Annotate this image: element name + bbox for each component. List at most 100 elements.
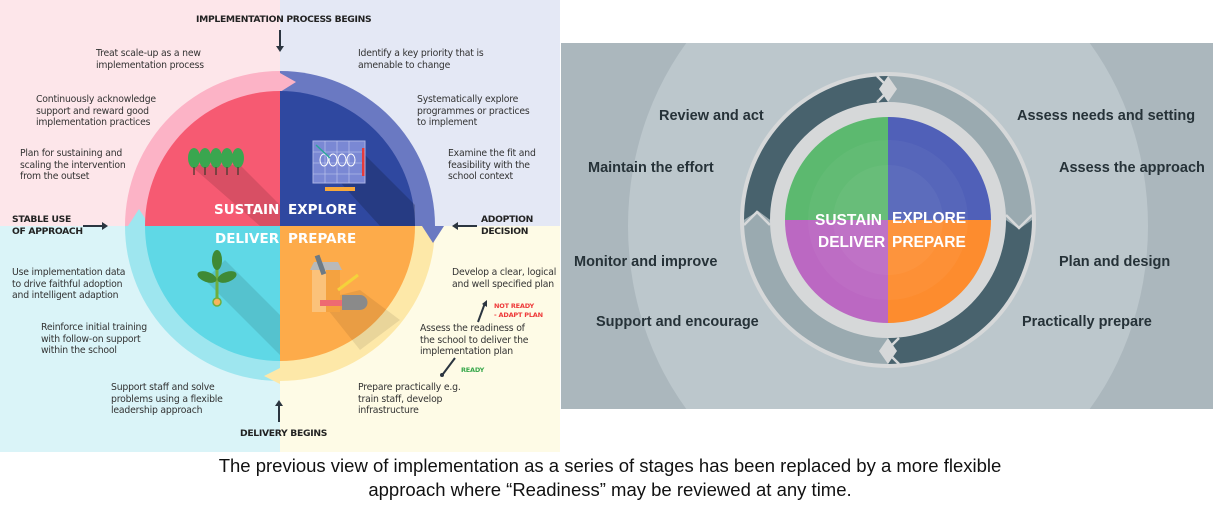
note-line: with follow-on support	[41, 333, 141, 345]
caption-line2: approach where “Readiness” may be review…	[368, 479, 852, 500]
deliver-quadrant	[145, 226, 280, 361]
not-ready-line1: NOT READY	[494, 302, 534, 310]
right-arrow-icon	[83, 222, 108, 230]
legacy-implementation-diagram: SUSTAIN EXPLORE DELIVER PREPARE IMPLEMEN…	[0, 0, 560, 452]
deliver-note: Use implementation data to drive faithfu…	[12, 267, 125, 302]
monitor-improve-label: Monitor and improve	[574, 254, 718, 270]
note-line: implementation process	[96, 59, 204, 71]
deliver-arrowhead-icon	[128, 209, 150, 226]
note-line: programmes or practices	[417, 105, 530, 117]
note-line: implementation plan	[420, 346, 513, 357]
practically-prepare-label: Practically prepare	[1022, 314, 1152, 330]
explore-cycle-arrow	[888, 76, 1032, 229]
not-ready-label: NOT READY - ADAPT PLAN	[494, 302, 543, 319]
note-line: Use implementation data	[12, 267, 126, 278]
stable-use-line2: OF APPROACH	[12, 225, 83, 237]
note-line: Examine the fit and	[448, 148, 536, 159]
deliver-stage-label: DELIVER	[818, 234, 886, 251]
not-ready-arrow-icon	[477, 300, 487, 323]
sustain-note: Continuously acknowledge support and rew…	[36, 94, 156, 129]
note-line: Identify a key priority that is	[358, 48, 484, 59]
flexible-implementation-diagram: SUSTAIN EXPLORE DELIVER PREPARE Review a…	[561, 43, 1213, 409]
note-line: Assess the readiness of	[420, 323, 525, 334]
prepare-arrowhead-icon	[264, 368, 280, 384]
sustain-note: Plan for sustaining and scaling the inte…	[20, 148, 126, 183]
explore-note: Systematically explore programmes or pra…	[417, 94, 530, 129]
down-arrow-icon	[276, 30, 284, 52]
review-and-act-label: Review and act	[659, 108, 764, 124]
note-line: Treat scale-up as a new	[96, 48, 201, 59]
note-line: from the outset	[20, 171, 90, 182]
note-line: leadership approach	[111, 405, 203, 416]
note-line: school context	[448, 171, 514, 182]
note-line: and well specified plan	[452, 278, 554, 290]
support-encourage-label: Support and encourage	[596, 314, 759, 330]
seedling-icon	[197, 250, 237, 307]
deliver-cycle-arrow	[744, 211, 888, 364]
note-line: scaling the intervention	[20, 159, 126, 171]
explore-arrowhead-icon	[422, 226, 444, 243]
stable-use-label: STABLE USE OF APPROACH	[12, 214, 83, 237]
note-line: the school to deliver the	[420, 334, 529, 346]
deliver-stage-label: DELIVER	[215, 231, 280, 247]
ready-arrow-icon	[440, 357, 456, 377]
assess-approach-label: Assess the approach	[1059, 160, 1205, 176]
sustain-arrowhead-icon	[280, 73, 296, 92]
note-line: infrastructure	[358, 405, 419, 416]
trees-icon	[188, 148, 244, 175]
stage-wheel	[125, 71, 444, 384]
note-line: Continuously acknowledge	[36, 94, 156, 105]
delivery-begins-label: DELIVERY BEGINS	[240, 428, 328, 439]
figure-caption: The previous view of implementation as a…	[0, 454, 1214, 502]
explore-stage-label: EXPLORE	[892, 210, 967, 227]
blueprint-icon	[312, 140, 366, 191]
tools-icon	[310, 254, 368, 312]
prepare-note: Prepare practically e.g. train staff, de…	[358, 382, 461, 417]
deliver-note: Reinforce initial training with follow-o…	[41, 322, 147, 357]
up-arrow-icon	[275, 400, 283, 422]
prepare-note: Assess the readiness of the school to de…	[420, 323, 529, 358]
stage-pie	[785, 117, 991, 323]
explore-note: Examine the fit and feasibility with the…	[448, 148, 536, 183]
adoption-line1: ADOPTION	[481, 214, 534, 225]
prepare-stage-label: PREPARE	[892, 234, 966, 251]
prepare-quadrant	[280, 226, 415, 361]
cycle-arrows	[743, 75, 1033, 365]
note-line: feasibility with the	[448, 159, 530, 171]
ready-label: READY	[461, 366, 485, 374]
sustain-note: Treat scale-up as a new implementation p…	[96, 48, 204, 71]
note-line: to drive faithful adoption	[12, 278, 123, 290]
prepare-quadrant	[888, 220, 991, 323]
note-line: within the school	[41, 345, 117, 356]
sustain-quadrant	[785, 117, 888, 220]
explore-quadrant	[888, 117, 991, 220]
implementation-begins-label: IMPLEMENTATION PROCESS BEGINS	[196, 14, 372, 25]
assess-needs-label: Assess needs and setting	[1017, 108, 1196, 124]
deliver-quadrant	[785, 220, 888, 323]
left-arrow-icon	[452, 222, 477, 230]
note-line: Reinforce initial training	[41, 322, 147, 333]
cycle-wheel	[628, 43, 1148, 409]
sustain-stage-label: SUSTAIN	[815, 212, 882, 229]
note-line: problems using a flexible	[111, 393, 223, 405]
note-line: train staff, develop	[358, 393, 443, 405]
note-line: Prepare practically e.g.	[358, 382, 461, 393]
note-line: implementation practices	[36, 117, 151, 128]
prepare-stage-label: PREPARE	[288, 231, 357, 247]
explore-note: Identify a key priority that is amenable…	[358, 48, 484, 71]
maintain-effort-label: Maintain the effort	[588, 160, 714, 176]
prepare-note: Develop a clear, logical and well specif…	[452, 267, 556, 290]
stable-use-line1: STABLE USE	[12, 214, 71, 225]
not-ready-line2: - ADAPT PLAN	[494, 310, 543, 319]
adoption-line2: DECISION	[481, 225, 529, 237]
note-line: Plan for sustaining and	[20, 148, 123, 159]
deliver-note: Support staff and solve problems using a…	[111, 382, 223, 417]
note-line: to implement	[417, 117, 478, 128]
note-line: Systematically explore	[417, 94, 519, 105]
note-line: and intelligent adaption	[12, 290, 119, 301]
sustain-stage-label: SUSTAIN	[214, 202, 280, 218]
caption-line1: The previous view of implementation as a…	[218, 455, 1002, 476]
note-line: amenable to change	[358, 59, 451, 71]
note-line: Develop a clear, logical	[452, 267, 557, 278]
note-line: support and reward good	[36, 105, 149, 117]
